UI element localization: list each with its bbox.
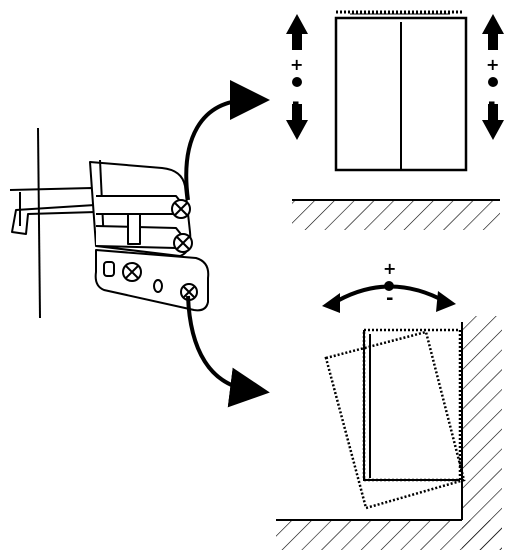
hinge-icon — [9, 127, 210, 319]
bottom-view-walls — [276, 316, 502, 550]
minus-symbol-right: - — [488, 92, 495, 113]
minus-symbol-rotation: - — [386, 288, 393, 309]
top-view-cabinet — [334, 10, 468, 172]
screw-icon — [122, 262, 142, 282]
minus-symbol-left: - — [292, 92, 299, 113]
plus-symbol-right: + — [486, 55, 499, 74]
vertical-adjust-arrow-icon: + - — [482, 14, 504, 140]
pointer-arrow-top — [184, 80, 270, 201]
plus-symbol-rotation: + — [383, 259, 396, 278]
top-view-floor — [292, 199, 500, 230]
plus-symbol-left: + — [290, 55, 303, 74]
screw-icon — [173, 233, 193, 253]
mounting-plate — [94, 249, 210, 312]
pointer-arrow-bottom — [186, 295, 270, 408]
cabinet-side-line — [37, 127, 41, 319]
vertical-adjust-arrow-icon: + - — [286, 14, 308, 140]
rotation-arrow-icon: + - — [322, 259, 456, 313]
hinge-cup — [9, 187, 97, 235]
screw-icon — [171, 199, 191, 219]
bottom-view-cabinet — [324, 328, 466, 510]
